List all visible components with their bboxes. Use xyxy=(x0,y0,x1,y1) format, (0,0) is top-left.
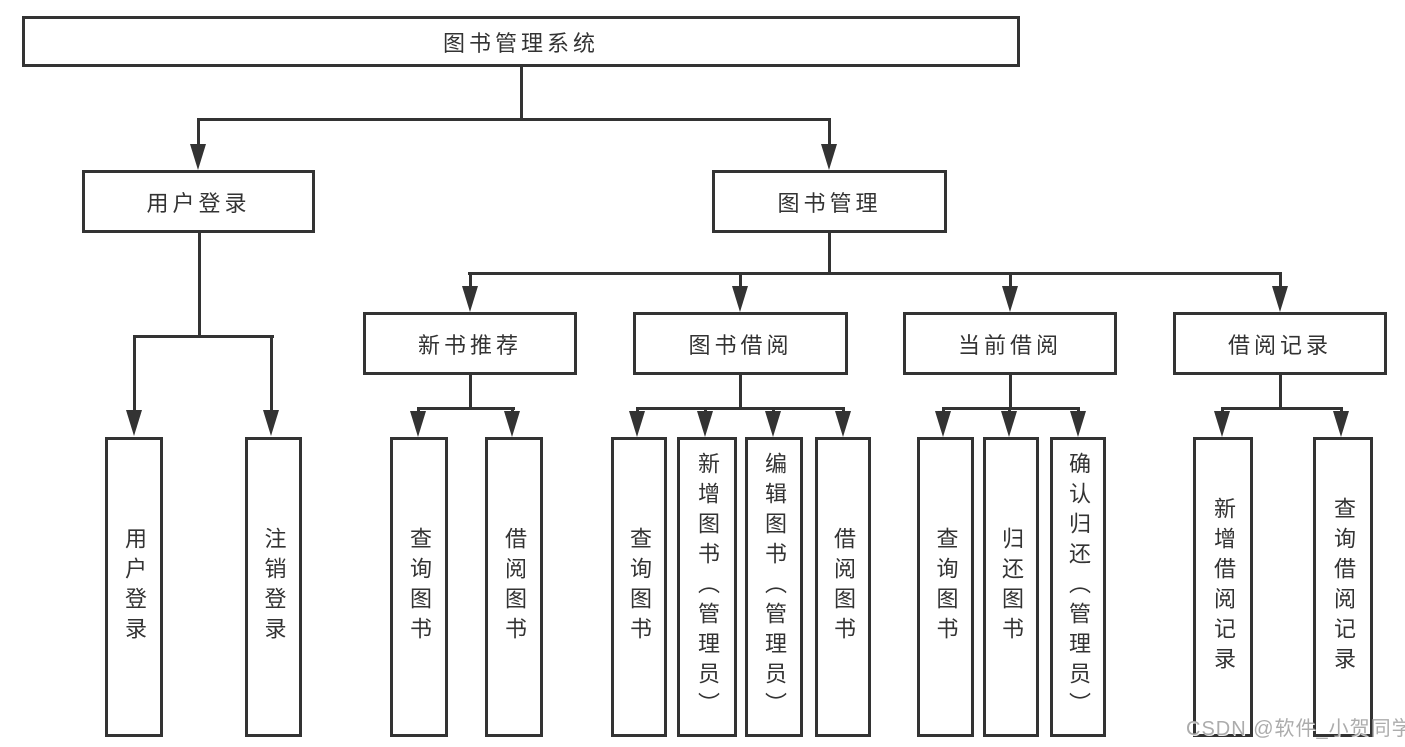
node-book-borrowing: 图书借阅 xyxy=(633,312,848,375)
connector-line xyxy=(133,335,274,338)
leaf-return-books: 归还图书 xyxy=(983,437,1039,737)
node-user-login: 用户登录 xyxy=(82,170,315,233)
arrow-down-icon xyxy=(1333,411,1349,437)
leaf-query-books-borrowing: 查询图书 xyxy=(611,437,667,737)
leaf-confirm-return-admin: 确认归还（管理员） xyxy=(1050,437,1106,737)
leaf-query-books-current: 查询图书 xyxy=(917,437,974,737)
connector-line xyxy=(1279,272,1282,289)
connector-line xyxy=(1009,272,1012,289)
connector-line xyxy=(942,407,1080,410)
connector-line xyxy=(468,272,1282,275)
connector-line xyxy=(1279,375,1282,410)
arrow-down-icon xyxy=(835,411,851,437)
node-book-management: 图书管理 xyxy=(712,170,947,233)
leaf-borrow-books-recommend: 借阅图书 xyxy=(485,437,543,737)
arrow-down-icon xyxy=(126,410,142,436)
leaf-add-books-admin: 新增图书（管理员） xyxy=(677,437,737,737)
arrow-down-icon xyxy=(462,286,478,312)
arrow-down-icon xyxy=(1002,286,1018,312)
arrow-down-icon xyxy=(732,286,748,312)
connector-line xyxy=(739,375,742,410)
connector-line xyxy=(270,335,273,412)
leaf-edit-books-admin: 编辑图书（管理员） xyxy=(745,437,803,737)
arrow-down-icon xyxy=(1214,411,1230,437)
arrow-down-icon xyxy=(263,410,279,436)
connector-line xyxy=(739,272,742,289)
arrow-down-icon xyxy=(629,411,645,437)
arrow-down-icon xyxy=(935,411,951,437)
leaf-add-borrow-record: 新增借阅记录 xyxy=(1193,437,1253,737)
node-library-system: 图书管理系统 xyxy=(22,16,1020,67)
connector-line xyxy=(198,233,201,338)
connector-line xyxy=(1009,375,1012,410)
arrow-down-icon xyxy=(1272,286,1288,312)
leaf-query-books-recommend: 查询图书 xyxy=(390,437,448,737)
arrow-down-icon xyxy=(190,144,206,170)
connector-line xyxy=(1221,407,1343,410)
arrow-down-icon xyxy=(1070,411,1086,437)
node-new-book-recommend: 新书推荐 xyxy=(363,312,577,375)
connector-line xyxy=(133,335,136,412)
watermark: CSDN @软件_小贺同学 xyxy=(1186,718,1405,740)
arrow-down-icon xyxy=(1001,411,1017,437)
connector-line xyxy=(417,407,515,410)
node-current-borrowing: 当前借阅 xyxy=(903,312,1117,375)
arrow-down-icon xyxy=(504,411,520,437)
arrow-down-icon xyxy=(410,411,426,437)
node-borrow-records: 借阅记录 xyxy=(1173,312,1387,375)
connector-line xyxy=(197,118,831,121)
connector-line xyxy=(520,67,523,120)
connector-line xyxy=(469,375,472,410)
connector-line xyxy=(828,233,831,275)
arrow-down-icon xyxy=(697,411,713,437)
connector-line xyxy=(636,407,845,410)
leaf-logout: 注销登录 xyxy=(245,437,302,737)
leaf-user-login: 用户登录 xyxy=(105,437,163,737)
leaf-query-borrow-record: 查询借阅记录 xyxy=(1313,437,1373,737)
connector-line xyxy=(197,118,200,146)
arrow-down-icon xyxy=(765,411,781,437)
leaf-borrow-books: 借阅图书 xyxy=(815,437,871,737)
connector-line xyxy=(469,272,472,289)
connector-line xyxy=(828,118,831,146)
arrow-down-icon xyxy=(821,144,837,170)
